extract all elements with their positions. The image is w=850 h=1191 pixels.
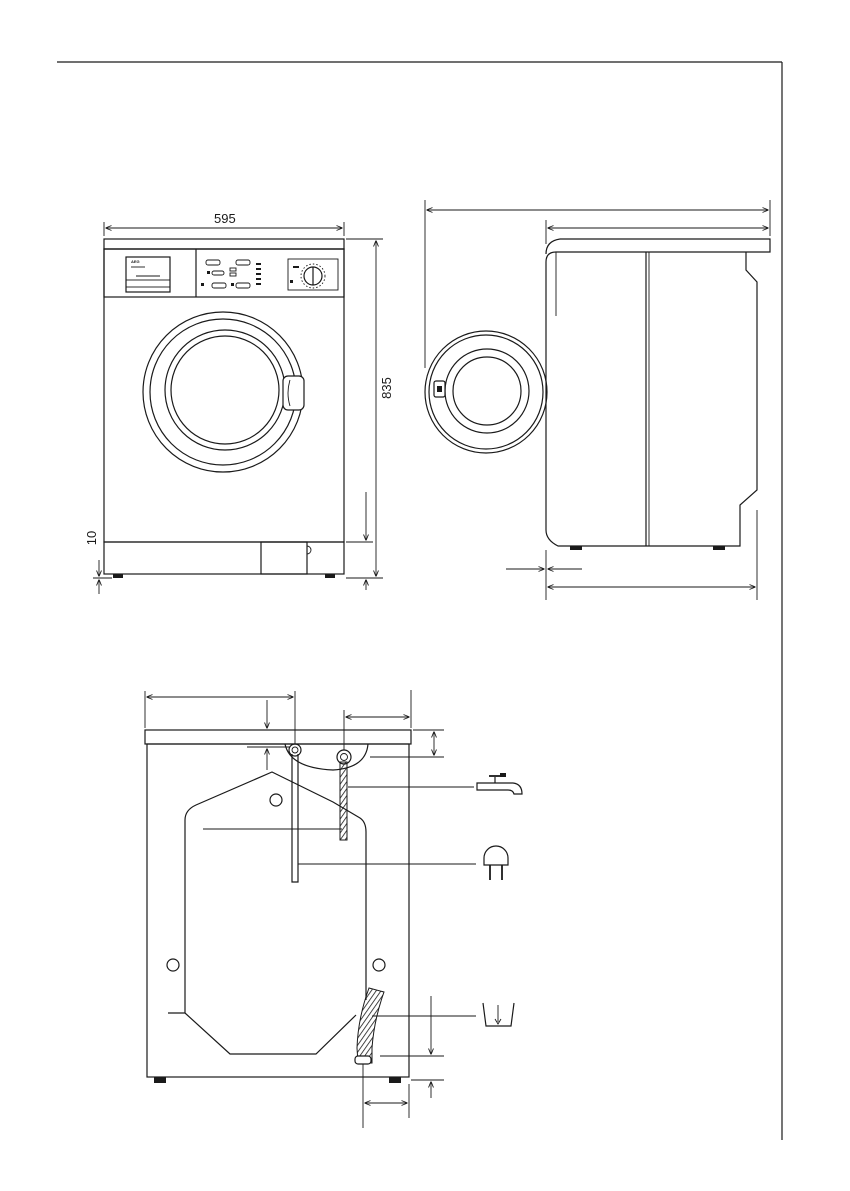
power-plug-icon <box>484 846 508 880</box>
dimension-drain-offset <box>363 1064 409 1128</box>
foot-height-label: 10 <box>84 531 99 545</box>
program-selector-dial <box>288 259 338 290</box>
foot <box>113 574 123 578</box>
dimension-foot: 10 <box>84 531 112 594</box>
foot <box>325 574 335 578</box>
drain-basin-icon <box>483 1003 514 1026</box>
side-door-open <box>425 331 547 453</box>
dimension-depth-door-open <box>425 200 770 368</box>
power-cable <box>289 744 301 882</box>
dimension-height: 835 <box>346 239 394 590</box>
page-frame <box>57 62 782 1140</box>
program-buttons <box>201 260 261 288</box>
dimension-bottom-depth <box>506 510 757 600</box>
height-label: 835 <box>379 377 394 399</box>
detergent-drawer: AEG <box>126 257 170 292</box>
front-view: AEG <box>84 211 394 594</box>
drain-hose <box>355 988 384 1064</box>
width-label: 595 <box>214 211 236 226</box>
inlet-hose <box>337 750 351 840</box>
water-tap-icon <box>477 773 522 794</box>
dimension-power-height <box>247 700 290 770</box>
rear-view <box>145 690 522 1128</box>
dimension-depth <box>546 220 768 244</box>
dimension-inlet-offset <box>344 690 411 750</box>
side-view <box>425 200 770 600</box>
dimension-power-offset <box>145 691 295 744</box>
dimension-width: 595 <box>104 211 344 236</box>
brand-logo: AEG <box>131 259 140 264</box>
door <box>143 312 304 472</box>
